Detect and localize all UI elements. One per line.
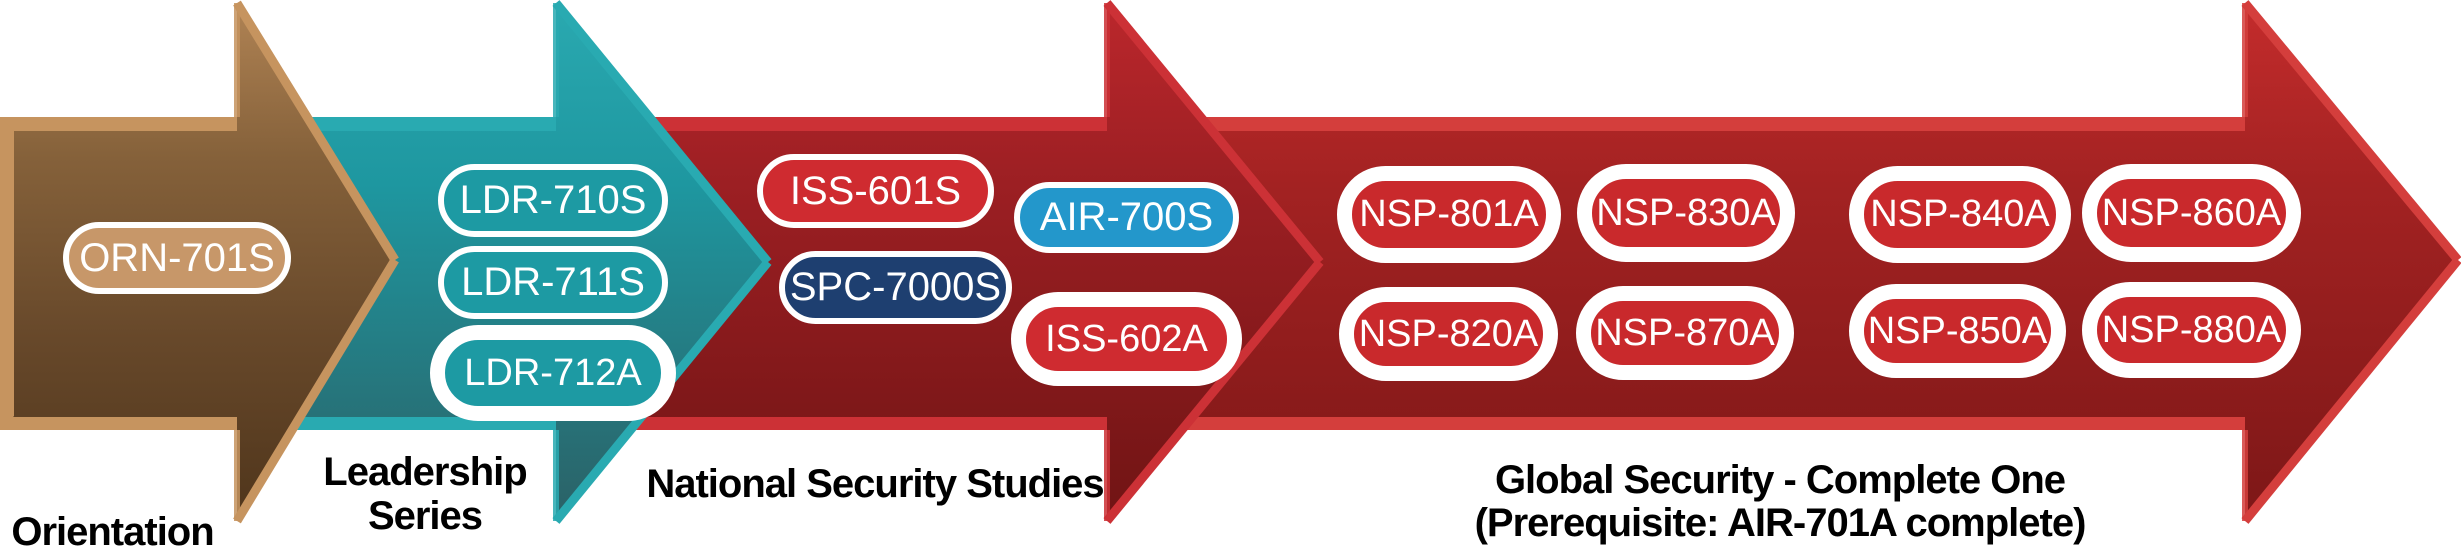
- course-pill-air-700s: AIR-700S: [1014, 182, 1239, 253]
- stage-label-orientation: Orientation: [11, 510, 214, 552]
- arrow-national-security-bottom-bevel: [620, 417, 1107, 430]
- course-pill-spc-7000s: SPC-7000S: [779, 251, 1012, 324]
- arrow-global-security-top-bevel: [1180, 117, 2245, 131]
- course-pill-iss-602a: ISS-602A: [1011, 292, 1242, 386]
- stage-label-global-security: Global Security - Complete One (Prerequi…: [1450, 459, 2110, 545]
- course-pill-ldr-712a: LDR-712A: [430, 325, 676, 421]
- course-pill-nsp-850a: NSP-850A: [1849, 284, 2066, 378]
- arrow-global-security-shape: [1180, 3, 2458, 521]
- stage-label-global-line1: Global Security - Complete One: [1494, 458, 2066, 502]
- arrow-orientation-head-edge-top: [233, 0, 399, 263]
- arrow-global-security-head-edge-bottom: [2241, 257, 2461, 524]
- arrow-orientation-left-bevel: [0, 117, 14, 430]
- course-pill-nsp-880a: NSP-880A: [2082, 282, 2301, 378]
- course-pill-orn-701s: ORN-701S: [63, 222, 291, 294]
- course-pill-nsp-860a: NSP-860A: [2082, 164, 2301, 262]
- arrow-global-security: [1180, 0, 2461, 524]
- course-pill-ldr-710s: LDR-710S: [438, 164, 668, 237]
- arrow-global-security-bottom-bevel: [1180, 417, 2245, 430]
- course-pill-iss-601s: ISS-601S: [757, 154, 994, 228]
- arrow-orientation-top-bevel: [0, 117, 237, 131]
- course-pill-ldr-711s: LDR-711S: [438, 246, 668, 319]
- course-pill-nsp-801a: NSP-801A: [1337, 166, 1561, 263]
- stage-label-national-security: National Security Studies: [646, 462, 1104, 506]
- stage-label-leadership-line2: Series: [367, 494, 483, 538]
- stage-label-global-line2: (Prerequisite: AIR-701A complete): [1474, 501, 2087, 545]
- arrow-global-security-head-edge-top: [2241, 0, 2461, 263]
- course-pill-nsp-820a: NSP-820A: [1339, 287, 1558, 381]
- arrow-leadership-series-head-edge-top: [552, 0, 772, 265]
- arrow-national-security-head-edge-top: [1103, 0, 1324, 265]
- arrow-orientation-head-edge-bottom: [233, 257, 399, 524]
- arrow-national-security-top-bevel: [620, 117, 1107, 131]
- arrow-orientation-bottom-bevel: [0, 417, 237, 430]
- course-pill-nsp-830a: NSP-830A: [1577, 164, 1795, 262]
- stage-label-leadership-series: Leadership Series: [295, 450, 555, 538]
- stage-label-leadership-line1: Leadership: [323, 450, 527, 494]
- arrow-national-security-head-edge-bottom: [1103, 259, 1324, 524]
- course-pill-nsp-840a: NSP-840A: [1849, 166, 2071, 263]
- course-pill-nsp-870a: NSP-870A: [1576, 286, 1794, 380]
